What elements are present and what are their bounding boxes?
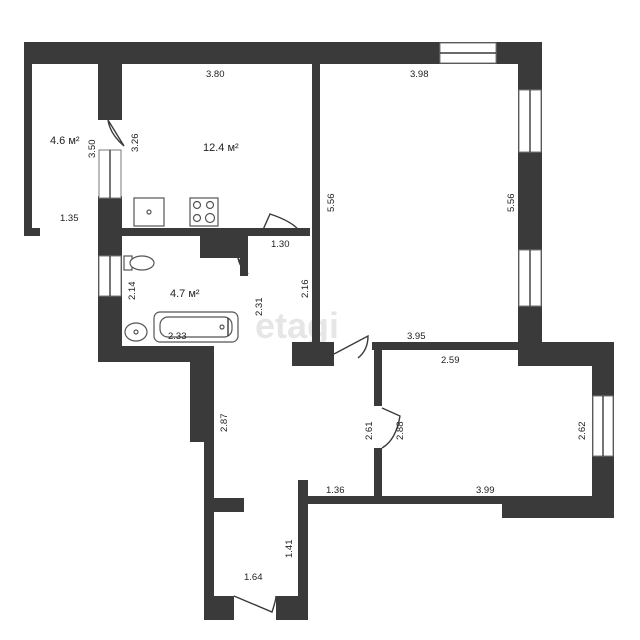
bath-height: 2.14 xyxy=(127,282,138,301)
hall-right-lower: 2.61 xyxy=(364,422,375,441)
fixtures xyxy=(123,197,239,343)
door-bath xyxy=(237,257,249,275)
wall-hall-stub xyxy=(204,498,244,512)
watermark: etagi xyxy=(255,305,339,346)
hall-left-lower: 2.87 xyxy=(219,414,230,433)
living-bottom: 3.95 xyxy=(407,331,426,342)
wall-balcony-bottom xyxy=(24,228,40,236)
wall-bedroom-bottom xyxy=(298,496,504,504)
wall-hall-left-lower xyxy=(204,440,214,620)
hall-top: 1.30 xyxy=(271,239,290,250)
balcony-door: 3.26 xyxy=(130,134,141,153)
hall-left-upper: 2.31 xyxy=(254,298,265,317)
kitchen-width: 3.80 xyxy=(206,69,225,80)
bedroom-bottom: 3.99 xyxy=(476,485,495,496)
wall-top xyxy=(24,42,542,64)
balcony-width: 1.35 xyxy=(60,213,79,224)
wall-balcony-corner xyxy=(32,42,50,60)
door-living xyxy=(333,334,369,359)
windows xyxy=(98,42,614,457)
wall-bath-left xyxy=(98,236,122,362)
stove-burner-2 xyxy=(205,200,215,210)
doors xyxy=(107,119,401,613)
bedroom-top: 2.59 xyxy=(441,355,460,366)
door-bedroom xyxy=(381,407,401,449)
living-left: 5.56 xyxy=(326,194,337,213)
door-balcony xyxy=(107,119,125,147)
hall-right-upper: 2.16 xyxy=(300,280,311,299)
stove-burner-3 xyxy=(192,213,202,223)
door-entrance xyxy=(233,595,277,613)
wall-kitchen-left-upper xyxy=(98,64,122,120)
hall-bottom: 1.36 xyxy=(326,485,345,496)
wall-hall-right-lower xyxy=(298,480,308,620)
balcony-depth: 3.50 xyxy=(87,140,98,159)
toilet-bowl xyxy=(129,255,155,271)
kitchen-area: 12.4 м² xyxy=(203,142,239,154)
wall-entrance-left xyxy=(204,596,234,620)
bath-width: 2.33 xyxy=(168,331,187,342)
washbasin-drain xyxy=(133,329,139,335)
entrance-width: 1.64 xyxy=(244,572,263,583)
living-right: 5.56 xyxy=(506,194,517,213)
wall-bedroom-left-upper xyxy=(374,346,382,406)
wall-hall-left xyxy=(190,346,214,442)
balcony-area: 4.6 м² xyxy=(50,135,80,147)
bedroom-right: 2.62 xyxy=(577,422,588,441)
door-kitchen xyxy=(261,213,301,233)
wall-column xyxy=(292,342,334,366)
bedroom-left: 2.88 xyxy=(395,422,406,441)
bathtub-inner xyxy=(159,316,233,338)
bathroom-area: 4.7 м² xyxy=(170,288,200,300)
wall-balcony-left xyxy=(24,42,32,234)
bathtub-drain xyxy=(219,324,225,330)
living-top: 3.98 xyxy=(410,69,429,80)
stove-burner-4 xyxy=(204,212,216,224)
wall-living-bottom xyxy=(372,342,524,350)
stove-burner-1 xyxy=(192,200,202,210)
wall-kitchen-living xyxy=(312,64,320,346)
wall-bath-right xyxy=(240,228,248,276)
wall-bedroom-left-lower xyxy=(374,448,382,500)
entrance-height: 1.41 xyxy=(284,540,295,559)
wall-bath-bottom xyxy=(98,346,214,362)
kitchen-sink-drain xyxy=(146,209,152,215)
wall-bedroom-bottom-right xyxy=(502,496,614,518)
